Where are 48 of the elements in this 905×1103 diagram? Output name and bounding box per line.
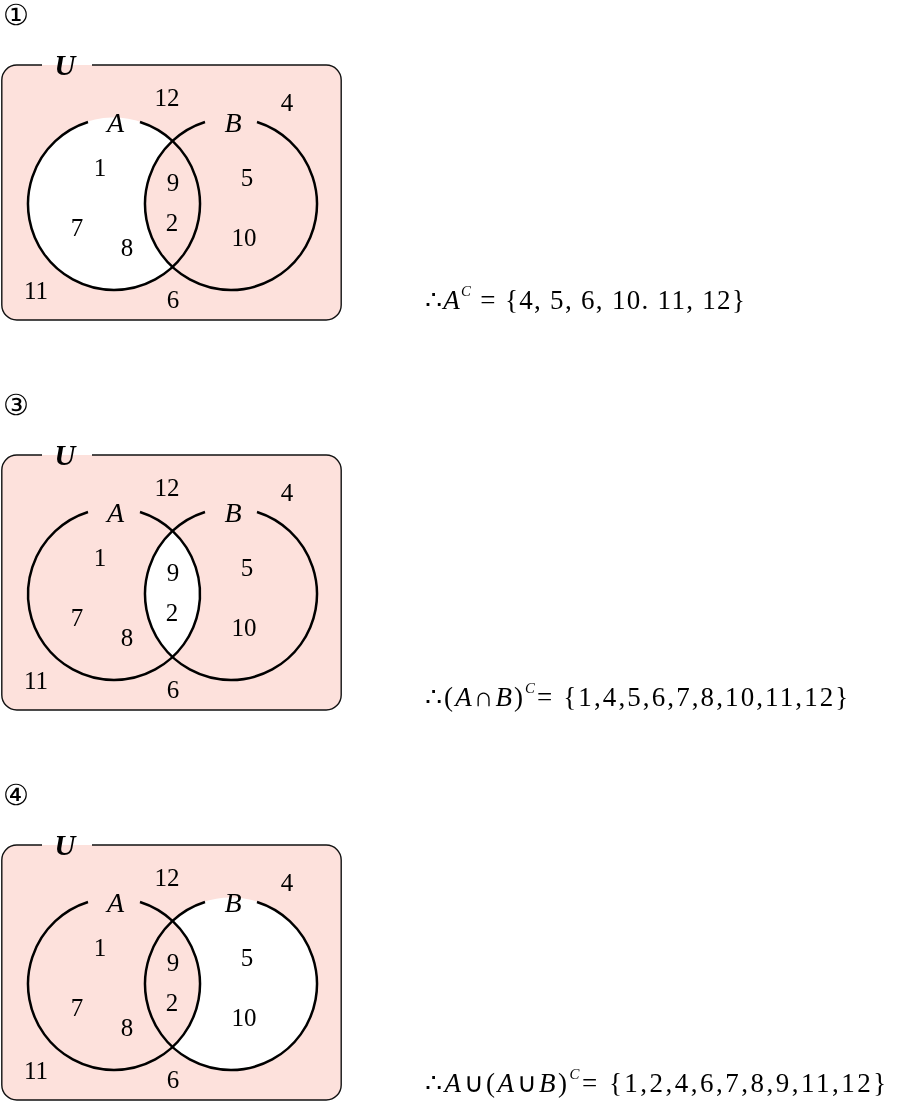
element-number: 1 xyxy=(93,154,107,180)
element-number: 9 xyxy=(166,949,180,975)
element-number: 2 xyxy=(165,209,179,235)
set-equation: ∴A$^{C}$ = {4, 5, 6, 10. 11, 12} xyxy=(425,286,747,314)
set-label: A xyxy=(106,498,125,527)
element-number: 6 xyxy=(166,286,180,312)
element-number: 6 xyxy=(166,1066,180,1092)
problem-number: ④ xyxy=(3,780,29,810)
element-number: 12 xyxy=(154,474,180,500)
element-number: 7 xyxy=(70,214,84,240)
element-number: 1 xyxy=(93,544,107,570)
element-number: 7 xyxy=(70,604,84,630)
element-number: 5 xyxy=(240,554,254,580)
element-number: 1 xyxy=(93,934,107,960)
problem-number: ① xyxy=(3,0,29,30)
set-label: B xyxy=(224,888,242,917)
element-number: 5 xyxy=(240,164,254,190)
element-number: 2 xyxy=(165,599,179,625)
element-number: 11 xyxy=(23,667,49,693)
element-number: 12 xyxy=(154,864,180,890)
set-equation: ∴(A∩B)$^{C}$= {1,4,5,6,7,8,10,11,12} xyxy=(425,683,851,711)
element-number: 9 xyxy=(166,169,180,195)
set-label: U xyxy=(54,440,76,470)
set-label: A xyxy=(106,888,125,917)
element-number: 8 xyxy=(120,624,134,650)
set-label: B xyxy=(224,498,242,527)
element-number: 10 xyxy=(231,224,257,250)
element-number: 8 xyxy=(120,1014,134,1040)
element-number: 10 xyxy=(231,1004,257,1030)
element-number: 11 xyxy=(23,277,49,303)
set-label: B xyxy=(224,108,242,137)
element-number: 2 xyxy=(165,989,179,1015)
element-number: 9 xyxy=(166,559,180,585)
set-label: A xyxy=(106,108,125,137)
element-number: 4 xyxy=(280,479,294,505)
element-number: 8 xyxy=(120,234,134,260)
element-number: 7 xyxy=(70,994,84,1020)
element-number: 10 xyxy=(231,614,257,640)
element-number: 6 xyxy=(166,676,180,702)
element-number: 4 xyxy=(280,89,294,115)
element-number: 4 xyxy=(280,869,294,895)
set-label: U xyxy=(54,830,76,860)
problem-number: ③ xyxy=(3,390,29,420)
set-equation: ∴A∪(A∪B)$^{C}$= {1,2,4,6,7,8,9,11,12} xyxy=(425,1069,889,1097)
set-label: U xyxy=(54,50,76,80)
element-number: 5 xyxy=(240,944,254,970)
element-number: 12 xyxy=(154,84,180,110)
element-number: 11 xyxy=(23,1057,49,1083)
